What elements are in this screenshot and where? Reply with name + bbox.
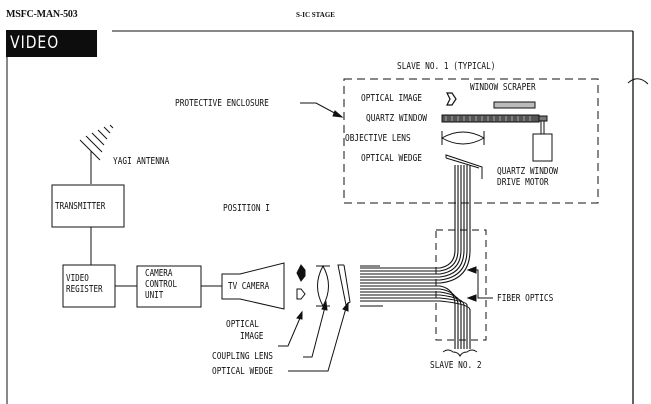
tv-camera-shape (221, 262, 285, 310)
optical-wedge-bottom-icon (337, 264, 351, 306)
camera-control-label-line-3: UNIT (145, 290, 164, 301)
fiber-bundle-lower (360, 285, 471, 349)
optical-image-leader (278, 317, 301, 347)
document-number: MSFC-MAN-503 (6, 9, 78, 20)
drive-motor-label-line-1: QUARTZ WINDOW (497, 166, 558, 177)
position-label: POSITION I (223, 203, 270, 214)
window-scraper-label: WINDOW SCRAPER (470, 82, 536, 93)
diagram-title: VIDEO SYSTEM (6, 30, 98, 80)
optical-image-filled-icon (296, 264, 306, 282)
protective-enclosure-leader (300, 102, 343, 118)
margin-mark (627, 78, 649, 85)
fiber-optics-arrow-1 (466, 266, 477, 274)
drive-motor-icon (532, 133, 553, 162)
optical-image-bottom-label-line-1: OPTICAL (226, 319, 259, 330)
optical-image-outline-icon (296, 288, 306, 300)
section-title: S-IC STAGE (296, 11, 335, 19)
optical-image-top-icon (446, 92, 457, 106)
yagi-antenna-icon (79, 124, 114, 161)
camera-control-label-line-2: CONTROL (145, 279, 178, 290)
transmitter-box (51, 184, 125, 228)
optical-wedge-bottom-label: OPTICAL WEDGE (212, 366, 273, 377)
fiber-optics-leader (475, 269, 493, 299)
video-register-label-line-2: REGISTER (66, 284, 103, 295)
fiber-optics-label: FIBER OPTICS (497, 293, 554, 304)
video-register-label-line-1: VIDEO (66, 273, 89, 284)
fiber-optics-arrow-2 (466, 294, 477, 302)
fiber-bundle-vertical (360, 165, 471, 284)
drive-shaft-coupler (538, 115, 548, 122)
protective-enclosure-label: PROTECTIVE ENCLOSURE (175, 98, 269, 109)
quartz-window-label: QUARTZ WINDOW (366, 113, 427, 124)
slave-2-label: SLAVE NO. 2 (430, 360, 482, 371)
coupling-lens-leader (303, 306, 326, 358)
objective-lens-icon (440, 131, 486, 145)
slave-1-enclosure (343, 78, 599, 204)
coupling-lens-label: COUPLING LENS (212, 351, 273, 362)
optical-wedge-leader (288, 307, 347, 372)
slave-1-label: SLAVE NO. 1 (TYPICAL) (397, 61, 496, 72)
tv-camera-label: TV CAMERA (228, 281, 270, 292)
optical-image-bottom-label-line-2: IMAGE (240, 331, 264, 342)
protective-enclosure-arrowhead (332, 110, 344, 118)
window-scraper-icon (493, 101, 536, 109)
objective-lens-label: OBJECTIVE LENS (345, 133, 411, 144)
coupling-lens-icon (317, 264, 329, 308)
drive-motor-label-line-2: DRIVE MOTOR (497, 177, 549, 188)
optical-wedge-top-icon (445, 154, 483, 179)
slave-2-brace (442, 349, 478, 358)
quartz-window-icon (441, 114, 540, 123)
optical-wedge-top-label: OPTICAL WEDGE (361, 153, 422, 164)
camera-control-label-line-1: CAMERA (145, 268, 173, 279)
optical-image-top-label: OPTICAL IMAGE (361, 93, 422, 104)
yagi-antenna-label: YAGI ANTENNA (113, 156, 170, 167)
transmitter-label: TRANSMITTER (55, 201, 106, 212)
